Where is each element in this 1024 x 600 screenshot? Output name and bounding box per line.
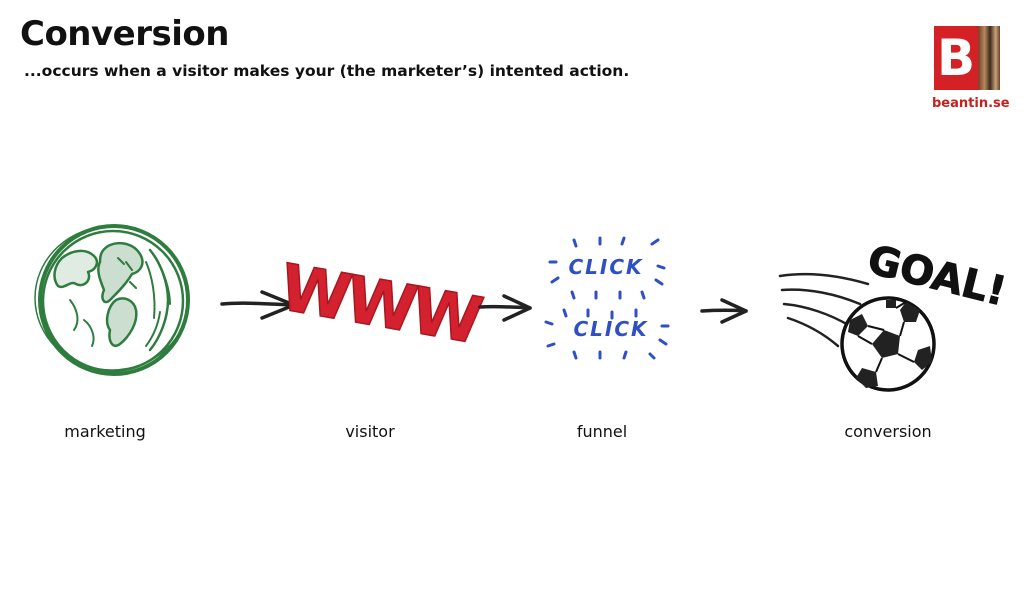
page-subtitle: ...occurs when a visitor makes your (the… bbox=[24, 62, 630, 80]
svg-text:CLICK: CLICK bbox=[573, 317, 648, 341]
svg-text:CLICK: CLICK bbox=[568, 255, 643, 279]
logo-letter: B bbox=[936, 29, 976, 87]
logo-caption: beantin.se bbox=[932, 96, 1010, 111]
globe-icon bbox=[34, 224, 190, 376]
svg-text:WWW: WWW bbox=[274, 251, 486, 359]
stage-label-funnel: funnel bbox=[576, 422, 628, 441]
arrow-icon bbox=[220, 290, 296, 320]
arrow-icon bbox=[478, 294, 532, 322]
motion-lines-icon bbox=[778, 272, 870, 348]
stage-label-conversion: conversion bbox=[844, 422, 932, 441]
logo-red-block bbox=[934, 26, 978, 90]
stage-label-marketing: marketing bbox=[64, 422, 146, 441]
click-icon: CLICK CLICK bbox=[544, 236, 670, 360]
brand-logo: B bbox=[934, 26, 1000, 90]
soccer-ball-icon bbox=[840, 296, 936, 392]
logo-photo-strip bbox=[978, 26, 1000, 90]
stage-label-visitor: visitor bbox=[345, 422, 395, 441]
www-icon: WWW bbox=[274, 250, 487, 359]
arrow-icon bbox=[700, 298, 748, 324]
page-title: Conversion bbox=[20, 14, 229, 54]
